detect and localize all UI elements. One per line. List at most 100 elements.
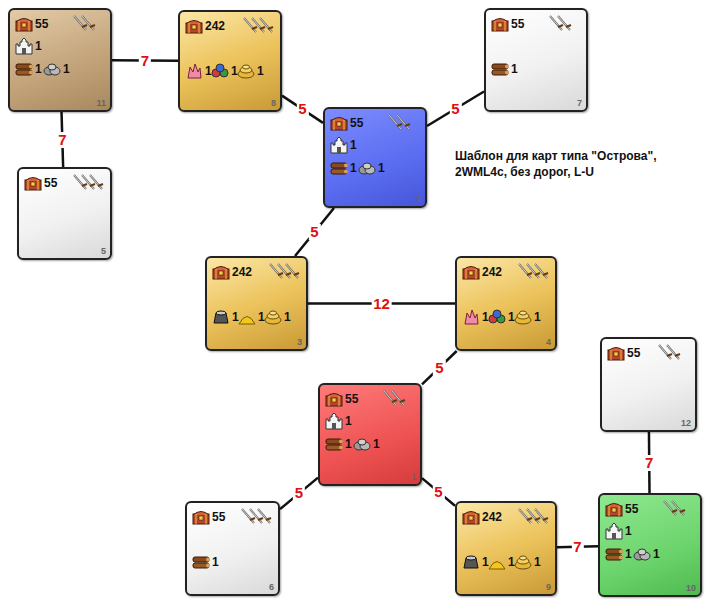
zone-number: 11 bbox=[96, 98, 106, 108]
chest-icon bbox=[605, 501, 623, 518]
treasure-value: 242 bbox=[482, 510, 502, 524]
chest-icon bbox=[325, 391, 343, 408]
zone-box: 55 1 1 1 1 bbox=[318, 383, 422, 486]
sulfur-icon bbox=[238, 309, 256, 326]
zone-box: 242 1 1 1 4 bbox=[455, 256, 557, 351]
zone-number: 3 bbox=[297, 337, 302, 347]
swords-icon bbox=[72, 14, 106, 32]
castle-count: 1 bbox=[625, 524, 632, 538]
wood-icon bbox=[15, 61, 33, 78]
wood-icon bbox=[491, 61, 509, 78]
zone-box: 551112 bbox=[323, 107, 427, 208]
treasure-value: 55 bbox=[625, 502, 638, 516]
crystal-count: 1 bbox=[205, 64, 212, 78]
guard-strength: 5 bbox=[433, 360, 445, 376]
zone-connection bbox=[422, 351, 457, 384]
guard-strength: 12 bbox=[371, 296, 392, 312]
swords-icon bbox=[240, 507, 274, 525]
zone-number: 4 bbox=[546, 337, 551, 347]
guard-strength: 7 bbox=[571, 539, 583, 555]
wood-count: 1 bbox=[212, 555, 219, 569]
wood-count: 1 bbox=[350, 161, 357, 175]
zone-box: 55 1 1 1 10 bbox=[598, 493, 702, 597]
swords-icon bbox=[662, 499, 696, 517]
mercury-count: 1 bbox=[482, 555, 489, 569]
treasure-value: 55 bbox=[212, 510, 225, 524]
gold-icon bbox=[514, 554, 532, 571]
ore-count: 1 bbox=[373, 437, 380, 451]
crystal-icon bbox=[462, 309, 480, 326]
ore-count: 1 bbox=[653, 547, 660, 561]
crystal-icon bbox=[185, 63, 203, 80]
gold-count: 1 bbox=[534, 310, 541, 324]
treasure-value: 55 bbox=[350, 116, 363, 130]
ore-count: 1 bbox=[63, 62, 70, 76]
sulfur-count: 1 bbox=[258, 310, 265, 324]
chest-icon bbox=[192, 509, 210, 526]
zone-number: 10 bbox=[686, 583, 696, 593]
zone-box: 2421113 bbox=[205, 256, 308, 351]
guard-strength: 5 bbox=[296, 101, 308, 117]
zone-box: 5511111 bbox=[8, 8, 112, 112]
castle-count: 1 bbox=[345, 414, 352, 428]
zone-number: 8 bbox=[271, 98, 276, 108]
treasure-value: 55 bbox=[627, 346, 640, 360]
swords-icon bbox=[72, 173, 106, 191]
mercury-icon bbox=[212, 309, 230, 326]
treasure-value: 55 bbox=[345, 392, 358, 406]
treasure-value: 242 bbox=[232, 265, 252, 279]
swords-icon bbox=[382, 389, 416, 407]
sulfur-icon bbox=[488, 554, 506, 571]
wood-icon bbox=[605, 546, 623, 563]
guard-strength: 5 bbox=[432, 484, 444, 500]
gems-count: 1 bbox=[231, 64, 238, 78]
zone-number: 6 bbox=[269, 582, 274, 592]
zone-connection bbox=[427, 91, 484, 126]
gems-count: 1 bbox=[508, 310, 515, 324]
chest-icon bbox=[330, 115, 348, 132]
zone-number: 1 bbox=[411, 472, 416, 482]
chest-icon bbox=[462, 509, 480, 526]
swords-icon bbox=[517, 262, 551, 280]
wood-count: 1 bbox=[625, 547, 632, 561]
gold-icon bbox=[264, 309, 282, 326]
zone-connection bbox=[280, 478, 318, 510]
ore-icon bbox=[358, 160, 376, 177]
zone-number: 2 bbox=[416, 194, 421, 204]
crystal-count: 1 bbox=[482, 310, 489, 324]
zone-box: 5517 bbox=[484, 8, 588, 112]
wood-count: 1 bbox=[345, 437, 352, 451]
gold-count: 1 bbox=[257, 64, 264, 78]
wood-icon bbox=[325, 436, 343, 453]
swords-icon bbox=[242, 16, 276, 34]
zone-number: 7 bbox=[577, 98, 582, 108]
chest-icon bbox=[24, 175, 42, 192]
zone-number: 12 bbox=[681, 418, 691, 428]
chest-icon bbox=[15, 16, 33, 33]
ore-icon bbox=[353, 436, 371, 453]
wood-count: 1 bbox=[511, 62, 518, 76]
castle-icon bbox=[15, 38, 33, 55]
gold-icon bbox=[514, 309, 532, 326]
zone-connection bbox=[422, 478, 455, 506]
treasure-value: 242 bbox=[482, 265, 502, 279]
mercury-icon bbox=[462, 554, 480, 571]
treasure-value: 55 bbox=[35, 17, 48, 31]
zone-connection bbox=[282, 96, 323, 123]
ore-icon bbox=[43, 61, 61, 78]
gold-icon bbox=[237, 63, 255, 80]
castle-count: 1 bbox=[35, 39, 42, 53]
chest-icon bbox=[607, 345, 625, 362]
guard-strength: 5 bbox=[308, 224, 320, 240]
castle-icon bbox=[605, 523, 623, 540]
mercury-count: 1 bbox=[232, 310, 239, 324]
swords-icon bbox=[548, 14, 582, 32]
treasure-value: 55 bbox=[44, 176, 57, 190]
zone-box: 55 1 6 bbox=[185, 501, 280, 596]
swords-icon bbox=[387, 113, 421, 131]
ore-icon bbox=[633, 546, 651, 563]
treasure-value: 242 bbox=[205, 19, 225, 33]
zone-number: 5 bbox=[101, 246, 106, 256]
gold-count: 1 bbox=[534, 555, 541, 569]
